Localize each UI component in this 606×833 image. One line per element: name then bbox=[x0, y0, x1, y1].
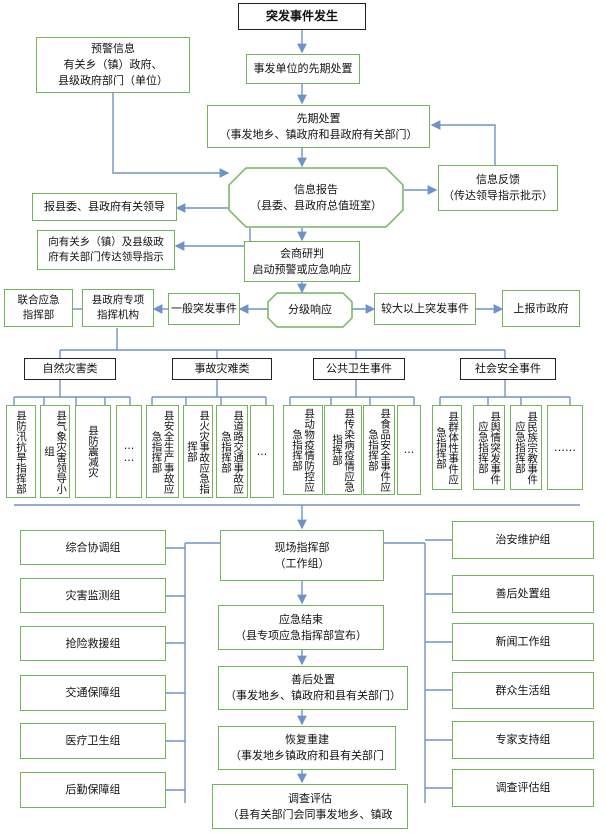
right-group-livelihood: 群众生活组 bbox=[452, 672, 594, 709]
right-group-security: 治安维护组 bbox=[452, 521, 594, 559]
major-event: 较大以上突发事件 bbox=[374, 293, 476, 325]
consult-judge: 会商研判 启动预警或应急响应 bbox=[244, 241, 360, 282]
category-accident-disaster: 事故灾难类 bbox=[172, 358, 272, 380]
social-item-public-opinion: 县舆情突发事件应急指挥部 bbox=[473, 405, 505, 490]
left-group-monitoring: 灾害监测组 bbox=[20, 578, 166, 613]
left-group-traffic: 交通保障组 bbox=[20, 675, 166, 711]
social-item-more: …… bbox=[547, 405, 583, 490]
report-city-government: 上报市政府 bbox=[502, 290, 580, 327]
category-social-security: 社会安全事件 bbox=[460, 358, 556, 380]
social-item-ethnic-religious: 县民族宗教事件应急指挥部 bbox=[510, 405, 542, 490]
emergency-end: 应急结束 （县专项应急指挥部宣布） bbox=[218, 605, 384, 650]
accident-item-more: … bbox=[250, 405, 274, 498]
general-event: 一般突发事件 bbox=[168, 293, 240, 325]
aftermath-handling: 善后处置 （事发地乡、镇政府和县有关部门） bbox=[218, 666, 408, 710]
category-natural-disaster: 自然灾害类 bbox=[24, 358, 116, 380]
accident-item-fire: 县火灾事故应急指挥部 bbox=[183, 405, 213, 498]
natural-item-weather: 县气象灾害领导小组 bbox=[40, 405, 70, 498]
accident-item-traffic: 县道路交通事故应急指挥部 bbox=[216, 405, 248, 498]
county-special-command: 县政府专项 指挥机构 bbox=[82, 289, 154, 327]
right-group-aftermath: 善后处置组 bbox=[452, 575, 594, 613]
category-public-health: 公共卫生事件 bbox=[313, 358, 405, 380]
info-report-octagon bbox=[228, 167, 404, 228]
right-group-evaluation: 调查评估组 bbox=[452, 769, 594, 807]
info-report: 信息报告 （县委、县政府总值班室） bbox=[250, 182, 382, 212]
health-item-more: … bbox=[397, 405, 421, 495]
initial-unit-handling: 事发单位的先期处置 bbox=[246, 54, 360, 84]
joint-command: 联合应急 指挥部 bbox=[4, 289, 73, 327]
left-group-coordination: 综合协调组 bbox=[20, 530, 166, 565]
graded-response: 分级响应 bbox=[288, 303, 332, 317]
graded-response-octagon bbox=[267, 292, 353, 328]
event-occurs: 突发事件发生 bbox=[238, 3, 366, 30]
health-item-food: 县食品安全事件应急指挥部 bbox=[363, 405, 395, 495]
initial-handling: 先期处置 （事发地乡、镇政府和县政府有关部门） bbox=[207, 105, 430, 148]
right-group-news: 新闻工作组 bbox=[452, 623, 594, 661]
right-group-experts: 专家支持组 bbox=[452, 721, 594, 759]
left-group-logistics: 后勤保障组 bbox=[20, 772, 166, 808]
warning-info: 预警信息 有关乡（镇）政府、 县级政府部门（单位） bbox=[36, 37, 190, 93]
info-feedback: 信息反馈 （传达领导指示批示） bbox=[438, 165, 558, 211]
left-group-rescue: 抢险救援组 bbox=[20, 626, 166, 661]
investigation-evaluation: 调查评估 （县有关部门会同事发地乡、镇政 bbox=[212, 784, 408, 829]
natural-item-earthquake: 县防震减灾 bbox=[75, 405, 111, 498]
forward-instructions: 向有关乡（镇）及县级政 府有关部门传达领导指示 bbox=[37, 230, 175, 270]
health-item-infectious: 县传染病疫情应急指挥部 bbox=[324, 405, 362, 495]
social-item-mass: 县群体性事件应急指挥部 bbox=[432, 405, 462, 490]
recovery-rebuild: 恢复重建 （事发地乡镇政府和县有关部门 bbox=[218, 726, 396, 770]
field-command: 现场指挥部 （工作组） bbox=[220, 530, 384, 581]
accident-item-safety: 县安全生产事故应急指挥部 bbox=[146, 405, 179, 498]
left-group-medical: 医疗卫生组 bbox=[20, 723, 166, 759]
natural-item-flood: 县防汛抗旱指挥部 bbox=[6, 405, 36, 498]
natural-item-more: …… bbox=[116, 405, 142, 498]
health-item-animal: 县动物疫情防控应急指挥部 bbox=[283, 405, 323, 495]
report-leaders: 报县委、县政府有关领导 bbox=[32, 193, 177, 221]
